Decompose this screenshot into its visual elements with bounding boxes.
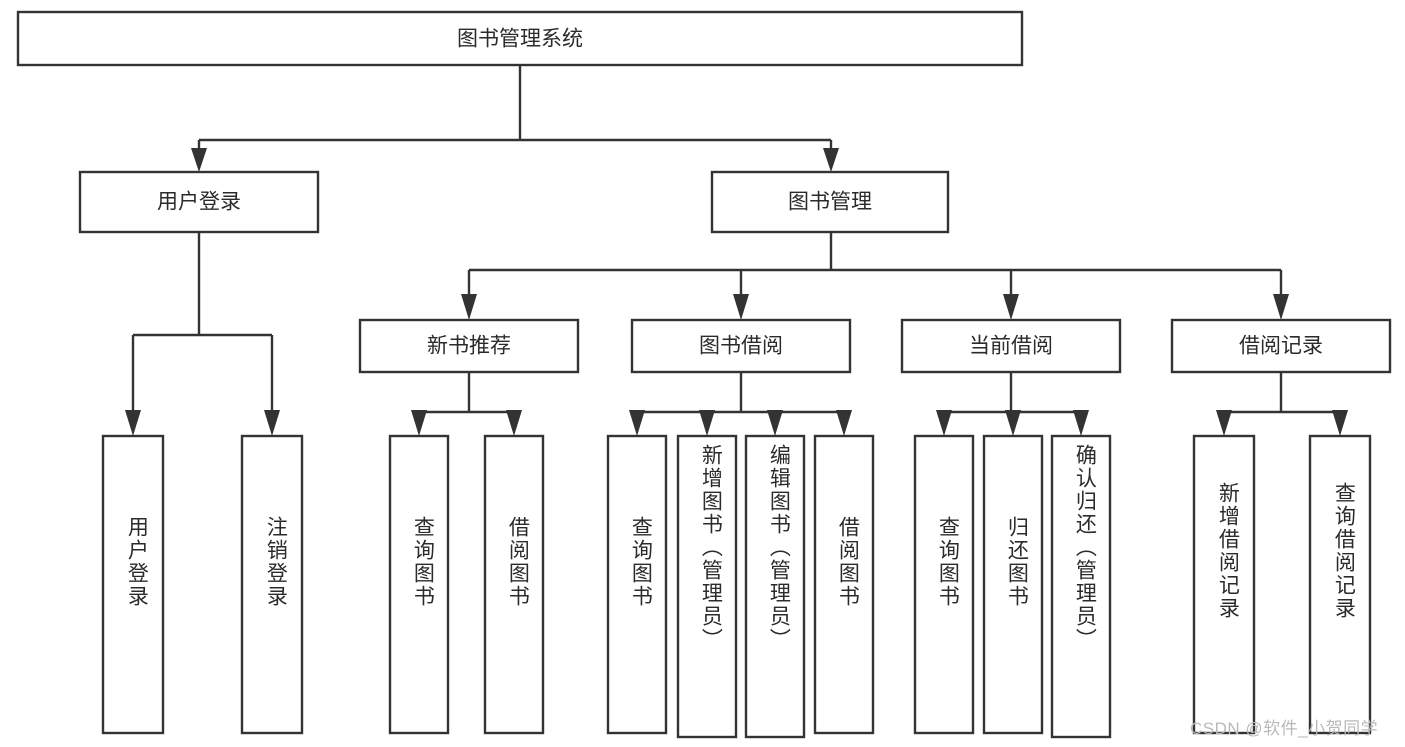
- book-manage-label: 图书管理: [788, 191, 872, 214]
- node-borrow-record[interactable]: 借阅记录: [1170, 318, 1392, 374]
- arrow-head-leaf-edit-book-admin: [767, 410, 783, 436]
- leaf-edit-book-admin-box[interactable]: [744, 434, 806, 739]
- arrow-head-leaf-add-borrow-rec: [1216, 410, 1232, 436]
- connectors: [125, 65, 1348, 436]
- leaf-user-login-box[interactable]: [101, 434, 165, 735]
- arrow-head-leaf-user-login: [125, 410, 141, 436]
- arrow-head-leaf-add-book-admin: [699, 410, 715, 436]
- arrow-head-user-login: [191, 148, 207, 172]
- leaf-query-book-2-box[interactable]: [606, 434, 668, 735]
- node-current-borrow[interactable]: 当前借阅: [900, 318, 1122, 374]
- arrow-head-leaf-query-borrow-rec: [1332, 410, 1348, 436]
- node-user-login[interactable]: 用户登录: [78, 170, 320, 234]
- leaf-borrow-book-2-box[interactable]: [813, 434, 875, 735]
- leaf-confirm-return-box[interactable]: [1050, 434, 1112, 739]
- root-label: 图书管理系统: [457, 28, 583, 51]
- borrow-record-label: 借阅记录: [1239, 335, 1323, 358]
- leaf-add-book-admin-box[interactable]: [676, 434, 738, 739]
- leaf-borrow-book-1-box[interactable]: [483, 434, 545, 735]
- node-root[interactable]: 图书管理系统: [16, 10, 1024, 67]
- arrow-head-book-manage: [823, 148, 839, 172]
- arrow-head-leaf-confirm-return: [1073, 410, 1089, 436]
- leaf-add-borrow-rec-box[interactable]: [1192, 434, 1256, 735]
- leaf-return-book-box[interactable]: [982, 434, 1044, 735]
- book-borrow-label: 图书借阅: [699, 335, 783, 358]
- current-borrow-box[interactable]: [900, 318, 1122, 374]
- arrow-head-borrow-record: [1273, 294, 1289, 320]
- arrow-head-leaf-borrow-book-1: [506, 410, 522, 436]
- node-new-book-rec[interactable]: 新书推荐: [358, 318, 580, 374]
- watermark-text: CSDN @软件_小贺同学: [1190, 719, 1379, 738]
- book-manage-box[interactable]: [710, 170, 950, 234]
- leaf-logout-box[interactable]: [240, 434, 304, 735]
- borrow-record-box[interactable]: [1170, 318, 1392, 374]
- node-book-manage[interactable]: 图书管理: [710, 170, 950, 234]
- leaf-boxes: [101, 434, 1372, 739]
- arrow-head-book-borrow: [733, 294, 749, 320]
- user-login-box[interactable]: [78, 170, 320, 234]
- current-borrow-label: 当前借阅: [969, 335, 1053, 358]
- root-box[interactable]: [16, 10, 1024, 67]
- leaf-query-borrow-rec-box[interactable]: [1308, 434, 1372, 735]
- arrow-head-leaf-logout: [264, 410, 280, 436]
- leaf-query-book-3-box[interactable]: [913, 434, 975, 735]
- new-book-rec-box[interactable]: [358, 318, 580, 374]
- user-login-label: 用户登录: [157, 191, 241, 214]
- new-book-rec-label: 新书推荐: [427, 335, 511, 358]
- arrow-head-leaf-query-book-1: [411, 410, 427, 436]
- arrow-head-new-book-rec: [461, 294, 477, 320]
- arrow-head-leaf-query-book-3: [936, 410, 952, 436]
- arrow-head-leaf-query-book-2: [629, 410, 645, 436]
- arrow-head-leaf-borrow-book-2: [836, 410, 852, 436]
- node-book-borrow[interactable]: 图书借阅: [630, 318, 852, 374]
- arrow-head-leaf-return-book: [1005, 410, 1021, 436]
- arrow-head-current-borrow: [1003, 294, 1019, 320]
- book-borrow-box[interactable]: [630, 318, 852, 374]
- leaf-query-book-1-box[interactable]: [388, 434, 450, 735]
